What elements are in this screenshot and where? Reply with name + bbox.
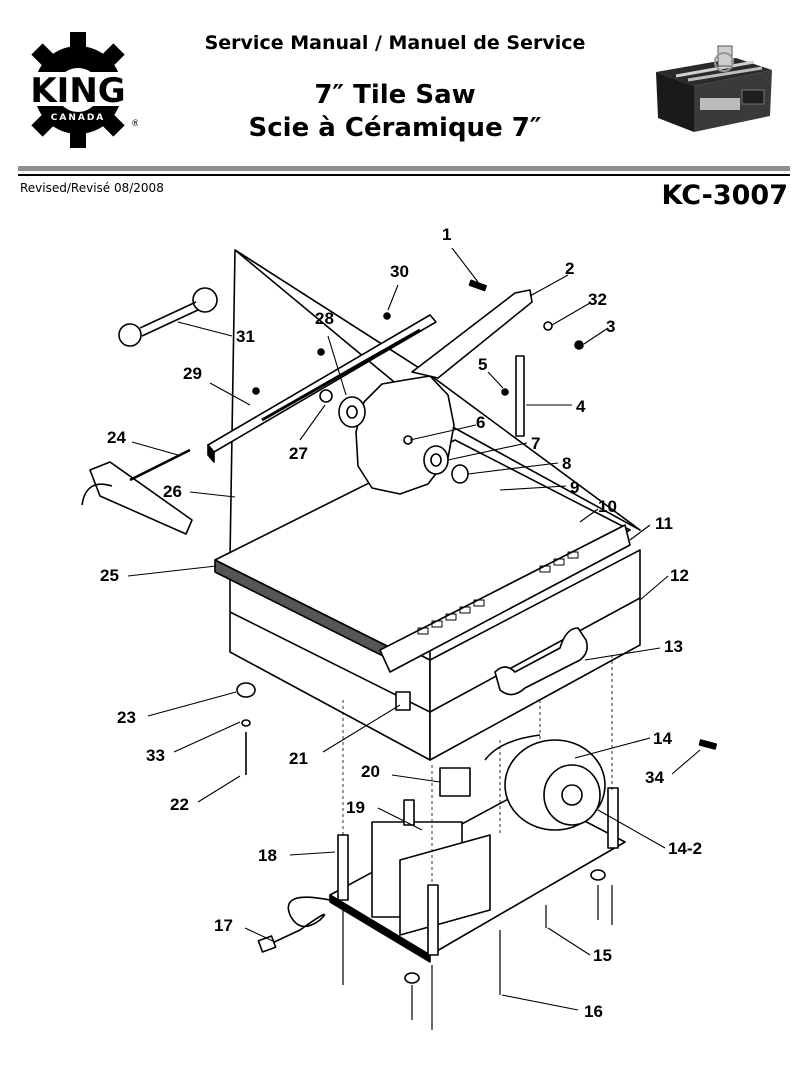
callout-17: 17 <box>214 916 233 935</box>
king-canada-logo: KING CANADA ® <box>20 32 138 148</box>
header-rule-thin <box>18 174 790 176</box>
product-name-en: 7″ Tile Saw <box>314 80 476 110</box>
product-photo <box>648 40 778 140</box>
logo-subtext: CANADA <box>51 113 106 123</box>
callout-4: 4 <box>576 397 586 416</box>
callout-5: 5 <box>478 355 488 374</box>
callout-1: 1 <box>442 225 452 244</box>
callout-24: 24 <box>107 428 126 447</box>
callout-31: 31 <box>236 327 255 346</box>
logo-wordmark: KING <box>30 71 125 111</box>
model-number: KC-3007 <box>661 180 789 211</box>
callout-10: 10 <box>598 497 617 516</box>
callout-30: 30 <box>390 262 409 281</box>
callout-26: 26 <box>163 482 182 501</box>
callout-9: 9 <box>570 478 580 497</box>
callout-2: 2 <box>565 259 575 278</box>
callout-18: 18 <box>258 846 277 865</box>
callout-28: 28 <box>315 309 334 328</box>
callout-13: 13 <box>664 637 683 656</box>
product-name-fr: Scie à Céramique 7″ <box>248 113 542 143</box>
registered-mark: ® <box>131 119 138 129</box>
carry-handle <box>494 627 588 696</box>
miter-guide <box>89 461 193 535</box>
callout-8: 8 <box>562 454 572 473</box>
callout-21: 21 <box>289 749 308 768</box>
callout-7: 7 <box>531 434 541 453</box>
revision-date: Revised/Revisé 08/2008 <box>20 181 164 195</box>
callout-16: 16 <box>584 1002 603 1021</box>
callout-11: 11 <box>655 514 673 533</box>
callout-27: 27 <box>289 444 308 463</box>
callout-12: 12 <box>670 566 689 585</box>
callout-32: 32 <box>588 290 607 309</box>
exploded-parts-diagram <box>81 247 718 1030</box>
callout-3: 3 <box>606 317 616 336</box>
callout-14-2: 14-2 <box>668 839 703 858</box>
callout-20: 20 <box>361 762 380 781</box>
callout-15: 15 <box>593 946 612 965</box>
callout-23: 23 <box>117 708 136 727</box>
callout-33: 33 <box>146 746 165 765</box>
manual-title: Service Manual / Manuel de Service <box>204 32 586 54</box>
callout-34: 34 <box>645 768 664 787</box>
callout-25: 25 <box>100 566 119 585</box>
callout-6: 6 <box>476 413 486 432</box>
callout-14: 14 <box>653 729 672 748</box>
callout-22: 22 <box>170 795 189 814</box>
callout-29: 29 <box>183 364 202 383</box>
header-rule-thick <box>18 166 790 171</box>
callout-19: 19 <box>346 798 365 817</box>
